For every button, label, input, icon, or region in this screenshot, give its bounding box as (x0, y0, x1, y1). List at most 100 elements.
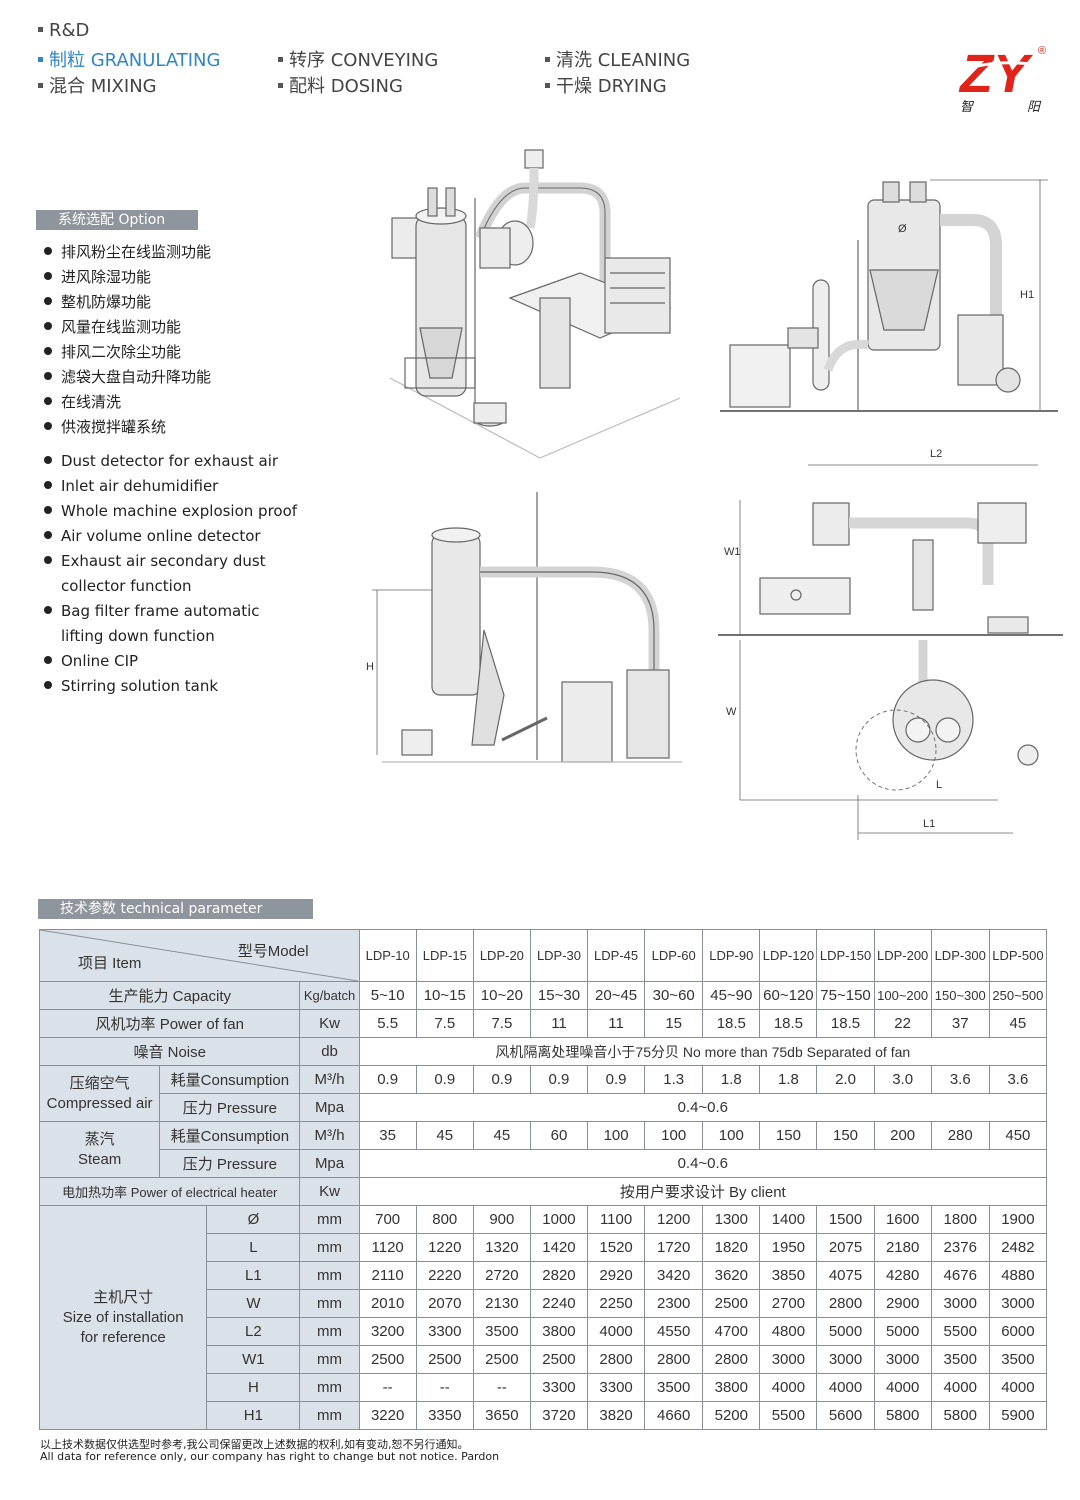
menu-item-mixing[interactable]: 混合 MIXING (38, 72, 157, 98)
table-cell: 5.5 (358, 1009, 417, 1038)
bullet-icon (38, 56, 43, 62)
table-cell: 35 (358, 1121, 417, 1150)
list-item: Online CIP (44, 649, 297, 674)
dimension-l1-label: L1 (923, 818, 935, 830)
table-cell: 3300 (415, 1317, 474, 1346)
menu-rd[interactable]: R&D (38, 20, 89, 41)
table-cell: 2070 (415, 1289, 474, 1318)
dimension-w-label: W (726, 706, 737, 718)
menu-item-conveying[interactable]: 转序 CONVEYING (278, 46, 438, 72)
list-item: 风量在线监测功能 (44, 315, 211, 340)
table-row-size: H mm -- -- -- 3300 3300 3500 3800 4000 4… (40, 1373, 1048, 1402)
plan-view-drawing: L2 W1 W L L1 (718, 448, 1063, 840)
table-row-steam-pressure: 压力 Pressure Mpa 0.4~0.6 (40, 1149, 1048, 1178)
list-item: 排风二次除尘功能 (44, 340, 211, 365)
table-cell: 0.9 (529, 1065, 589, 1094)
menu-item-granulating[interactable]: 制粒 GRANULATING (38, 46, 220, 72)
table-cell: 18.5 (759, 1009, 818, 1038)
table-cell: 1.8 (702, 1065, 761, 1094)
table-cell: 1600 (873, 1205, 932, 1234)
table-cell: 150 (816, 1121, 875, 1150)
table-cell: 100 (644, 1121, 704, 1150)
row-unit: M³/h (299, 1065, 360, 1094)
table-cell: 3220 (358, 1401, 417, 1430)
table-cell: 5000 (873, 1317, 932, 1346)
table-cell: 3820 (587, 1401, 646, 1430)
table-cell-merged: 风机隔离处理噪音小于75分贝 No more than 75db Separat… (358, 1037, 1048, 1066)
table-cell: 800 (415, 1205, 474, 1234)
row-label: 生产能力 Capacity (38, 981, 301, 1010)
row-label: L (206, 1233, 301, 1262)
table-cell: 3650 (472, 1401, 531, 1430)
table-cell: 2376 (930, 1233, 990, 1262)
side-elevation-drawing: H (366, 492, 682, 763)
table-cell: 4000 (930, 1373, 990, 1402)
table-cell: 1220 (415, 1233, 474, 1262)
row-group-label: 主机尺寸 Size of installation for reference (38, 1205, 208, 1430)
table-cell: 2800 (587, 1345, 646, 1374)
table-cell: 3000 (759, 1345, 818, 1374)
table-cell: 5~10 (358, 981, 417, 1010)
table-cell: -- (472, 1373, 531, 1402)
table-row-size: L2 mm 3200 3300 3500 3800 4000 4550 4700… (40, 1317, 1048, 1346)
row-label: 压力 Pressure (159, 1149, 301, 1178)
table-row-size: 主机尺寸 Size of installation for reference … (38, 1205, 1048, 1430)
table-cell: 1.3 (644, 1065, 704, 1094)
row-label: H (206, 1373, 301, 1402)
table-row-heater: 电加热功率 Power of electrical heater Kw 按用户要… (38, 1177, 1048, 1206)
table-cell: 3850 (759, 1261, 818, 1290)
table-cell: 2500 (472, 1345, 531, 1374)
table-cell: 2800 (702, 1345, 761, 1374)
bullet-icon (44, 347, 52, 355)
bullet-icon (44, 456, 52, 464)
table-cell: 4550 (644, 1317, 704, 1346)
list-item: Inlet air dehumidifier (44, 474, 297, 499)
table-cell: 2800 (644, 1345, 704, 1374)
table-cell: 3200 (358, 1317, 417, 1346)
table-row-noise: 噪音 Noise db 风机隔离处理噪音小于75分贝 No more than … (38, 1037, 1048, 1066)
row-unit: mm (299, 1261, 360, 1290)
table-cell: 18.5 (702, 1009, 761, 1038)
table-cell: 4000 (759, 1373, 818, 1402)
table-cell: 4000 (816, 1373, 875, 1402)
technical-parameter-table: 型号Model 项目 Item LDP-10 LDP-15 LDP-20 LDP… (38, 929, 1048, 1430)
table-cell: 3350 (415, 1401, 474, 1430)
row-label: Ø (206, 1205, 301, 1234)
bullet-icon (545, 56, 550, 62)
table-cell: 60 (529, 1121, 589, 1150)
table-cell-merged: 按用户要求设计 By client (358, 1177, 1048, 1206)
row-unit: mm (299, 1317, 360, 1346)
table-cell: 2300 (644, 1289, 704, 1318)
table-header-row: 型号Model 项目 Item LDP-10 LDP-15 LDP-20 LDP… (39, 929, 1048, 982)
table-row-capacity: 生产能力 Capacity Kg/batch 5~10 10~15 10~20 … (38, 981, 1048, 1010)
table-cell: 3.0 (873, 1065, 932, 1094)
table-cell: 4700 (702, 1317, 761, 1346)
table-cell: 1950 (759, 1233, 818, 1262)
logo-text: ZY (958, 44, 1034, 104)
row-label: L2 (206, 1317, 301, 1346)
table-cell: 20~45 (587, 981, 646, 1010)
table-cell: 45 (988, 1009, 1048, 1038)
table-cell: 0.9 (587, 1065, 646, 1094)
bullet-icon (44, 372, 52, 380)
table-cell: 3500 (472, 1317, 531, 1346)
row-label: W (206, 1289, 301, 1318)
dimension-h1-label: H1 (1020, 289, 1034, 301)
table-cell-merged: 0.4~0.6 (358, 1149, 1048, 1178)
table-cell: 100~200 (873, 981, 932, 1010)
menu-item-dosing[interactable]: 配料 DOSING (278, 72, 403, 98)
bullet-icon (44, 481, 52, 489)
table-cell: 2820 (529, 1261, 589, 1290)
bullet-icon (44, 656, 52, 664)
table-cell: 1120 (358, 1233, 417, 1262)
row-label: 电加热功率 Power of electrical heater (38, 1177, 301, 1206)
table-cell-merged: 0.4~0.6 (358, 1093, 1048, 1122)
table-cell: 3800 (702, 1373, 761, 1402)
table-cell: 1720 (644, 1233, 704, 1262)
menu-item-drying[interactable]: 干燥 DRYING (545, 72, 667, 98)
list-item: 排风粉尘在线监测功能 (44, 240, 211, 265)
table-row-size: W mm 2010 2070 2130 2240 2250 2300 2500 … (40, 1289, 1048, 1318)
model-header: LDP-200 (873, 929, 932, 982)
menu-item-cleaning[interactable]: 清洗 CLEANING (545, 46, 690, 72)
